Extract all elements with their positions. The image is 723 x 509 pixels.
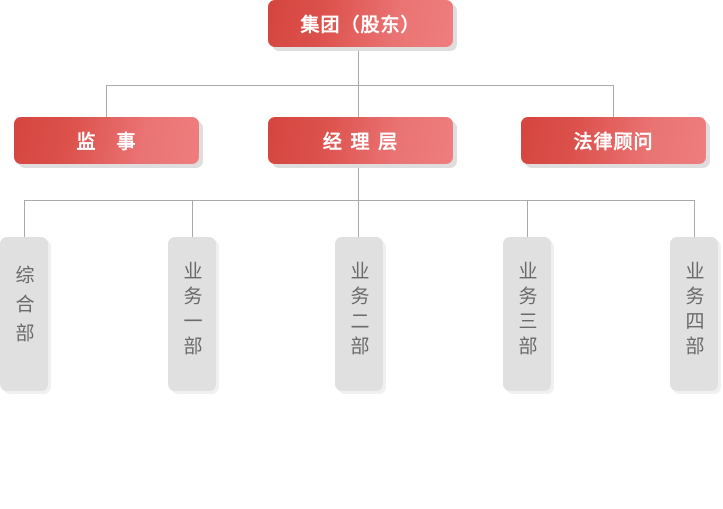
connector-level3-bar xyxy=(24,200,695,201)
node-business-dept-1: 业务一部 xyxy=(168,237,216,391)
node-label: 经 理 层 xyxy=(322,131,399,153)
node-legal-counsel: 法律顾问 xyxy=(521,117,706,164)
node-label: 集团（股东） xyxy=(300,14,421,36)
node-label: 法律顾问 xyxy=(573,131,654,153)
node-general-dept: 综合部 xyxy=(0,237,48,391)
node-label: 综合部 xyxy=(12,265,35,352)
connector-to-biz4 xyxy=(694,200,695,237)
connector-level2-bar xyxy=(106,85,614,86)
node-label: 业务四部 xyxy=(682,261,705,361)
node-label: 业务二部 xyxy=(347,261,370,361)
connector-to-biz1 xyxy=(192,200,193,237)
node-label: 业务一部 xyxy=(180,261,203,361)
connector-to-biz2 xyxy=(358,200,359,237)
node-management: 经 理 层 xyxy=(268,117,453,164)
connector-to-general xyxy=(24,200,25,237)
node-business-dept-3: 业务三部 xyxy=(503,237,551,391)
node-group-shareholders: 集团（股东） xyxy=(268,0,453,47)
connector-root-down xyxy=(358,47,359,85)
node-label: 业务三部 xyxy=(515,261,538,361)
connector-to-supervisor xyxy=(106,85,107,117)
node-business-dept-4: 业务四部 xyxy=(670,237,718,391)
connector-to-legal xyxy=(613,85,614,117)
node-business-dept-2: 业务二部 xyxy=(335,237,383,391)
node-label: 监 事 xyxy=(76,131,137,153)
connector-management-down xyxy=(358,164,359,200)
node-supervisor: 监 事 xyxy=(14,117,199,164)
connector-to-management xyxy=(358,85,359,117)
connector-to-biz3 xyxy=(527,200,528,237)
